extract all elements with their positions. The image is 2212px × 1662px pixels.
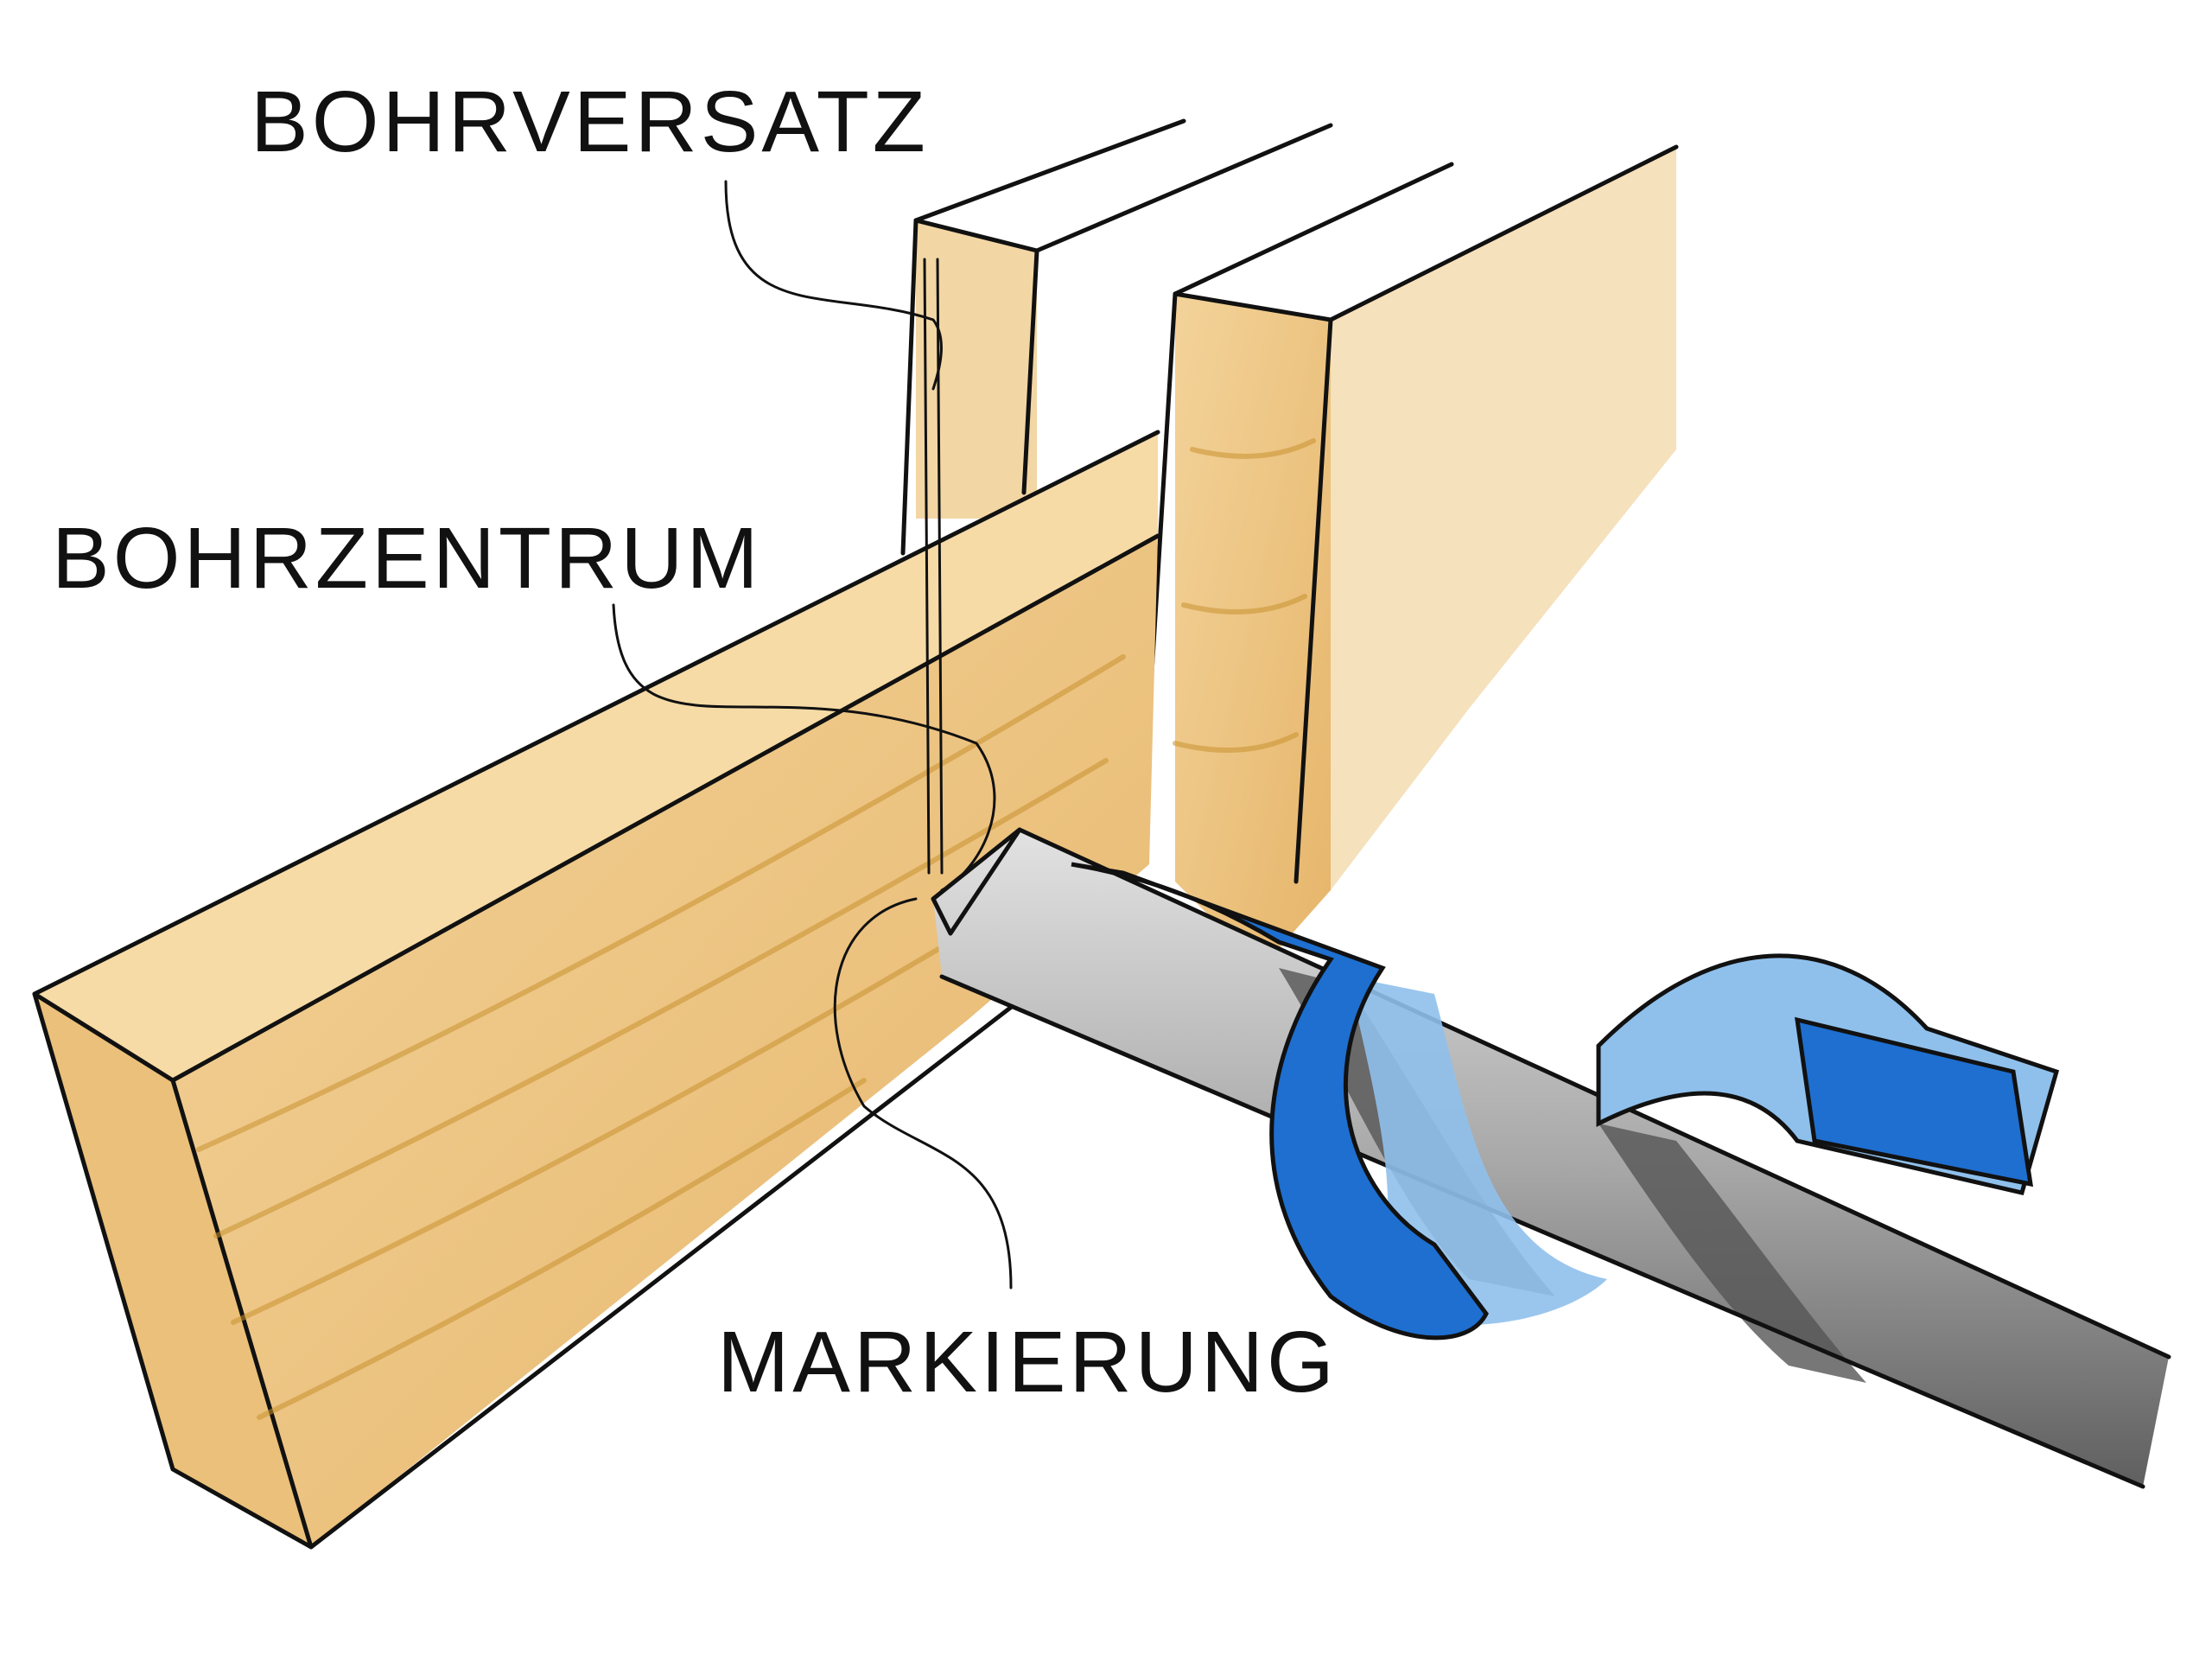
tape-marker — [1071, 862, 2060, 1340]
label-bohrzentrum: BOHRZENTRUM — [52, 510, 762, 607]
leader-lines — [612, 180, 1013, 1289]
front-beam — [32, 430, 1160, 1550]
middle-board — [900, 118, 1333, 556]
back-board — [1138, 144, 1679, 968]
label-markierung: MARKIERUNG — [717, 1314, 1338, 1410]
label-bohrversatz: BOHRVERSATZ — [251, 73, 929, 170]
